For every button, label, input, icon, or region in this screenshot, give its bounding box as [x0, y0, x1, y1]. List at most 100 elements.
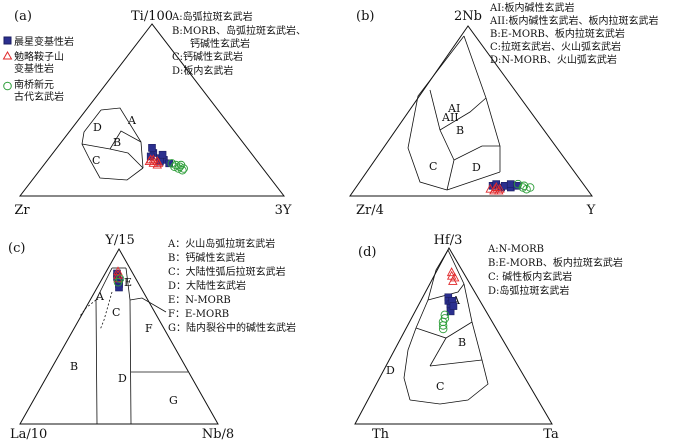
panel-b-field-boundary — [463, 35, 501, 172]
panel-b-field-label: AII — [441, 111, 459, 124]
panel-c-field-label: D — [118, 372, 127, 385]
panel-d-note-line: B:E-MORB、板内拉斑玄武岩 — [488, 256, 623, 269]
legend-series-3-line-1: 南桥新元 — [14, 78, 54, 91]
data-point-series-2 — [485, 183, 495, 193]
panel-a-note-line: B:MORB、岛弧拉斑玄武岩、 — [172, 24, 306, 37]
panel-b-marks — [485, 179, 535, 195]
panel-b-field-boundary — [446, 171, 501, 191]
panel-c-note-line: F：E-MORB — [168, 309, 229, 320]
panel-c-field-label: G — [169, 394, 178, 407]
panel-d-label: (d) — [358, 245, 376, 260]
panel-d-field-boundary — [429, 337, 447, 367]
data-point-series-3 — [438, 324, 448, 334]
panel-c-field-boundary — [129, 297, 167, 313]
panel-d-note-line: C: 碱性板内玄武岩 — [488, 270, 572, 283]
panel-c-field-boundary — [125, 267, 132, 425]
legend-square-marker — [3, 36, 12, 45]
panel-a-vertex-right: 3Y — [275, 203, 292, 218]
panel-d-field-boundary — [427, 283, 465, 301]
panel-a-field-d-boundary — [81, 109, 144, 181]
panel-c-marks — [113, 266, 125, 292]
data-point-series-3 — [178, 165, 187, 175]
legend-triangle-marker — [2, 50, 13, 60]
data-point-series-2 — [144, 156, 155, 166]
panel-b-note-line: AI:板内碱性玄武岩 — [489, 1, 575, 14]
panel-c-field-label: F — [145, 322, 153, 335]
panel-b-vertex-right: Y — [586, 203, 596, 218]
panel-b-field-label: C — [429, 160, 437, 173]
panel-b-note-line: B:E-MORB、板内拉斑玄武岩 — [490, 27, 625, 40]
data-point-series-3 — [438, 317, 448, 327]
panel-d: (d) Hf/3 Th Ta A B C D A:N-MORB B:E-MORB… — [354, 233, 623, 442]
panel-c-field-dashed — [99, 291, 113, 331]
panel-a-label: (a) — [14, 9, 32, 24]
panel-d-field-label: C — [436, 380, 444, 393]
panel-c-triangle — [19, 247, 219, 425]
panel-a-field-label: B — [113, 136, 121, 149]
data-point-series-3 — [513, 179, 523, 189]
panel-a-note-line: A:岛弧拉斑玄武岩 — [171, 10, 253, 23]
data-point-series-1 — [148, 144, 156, 152]
panel-c-field-label: C — [112, 306, 120, 319]
panel-b-triangle — [349, 25, 593, 197]
panel-a-vertex-left: Zr — [14, 203, 30, 218]
panel-b-note-line: C:拉斑玄武岩、火山弧玄武岩 — [490, 40, 621, 53]
panel-c-note-line: D：大陆性玄武岩 — [168, 279, 246, 292]
data-point-series-1 — [115, 283, 123, 292]
data-point-series-2 — [446, 267, 457, 277]
panel-c-note-line: B：钙碱性玄武岩 — [168, 251, 245, 264]
panel-b-field-label: D — [472, 161, 481, 174]
panel-a-field-label: A — [127, 114, 137, 127]
panel-b-note-line: D:N-MORB、火山弧玄武岩 — [490, 53, 617, 66]
panel-c-field-label: E — [124, 276, 132, 289]
panel-c-label: (c) — [8, 241, 25, 256]
panel-c-field-label: A — [95, 290, 105, 303]
panel-c-note-line: G：陆内裂谷中的碱性玄武岩 — [168, 321, 296, 334]
data-point-series-1 — [158, 150, 167, 159]
panel-b-note-line: AII:板内碱性玄武岩、板内拉斑玄武岩 — [489, 14, 659, 27]
panel-d-vertex-top: Hf/3 — [434, 233, 463, 248]
data-point-series-1 — [449, 302, 458, 310]
panel-c-field-dashed — [79, 299, 97, 317]
panel-c-note-line: E：N-MORB — [168, 295, 231, 306]
panel-a-vertex-top: Ti/100 — [131, 9, 173, 24]
legend-series-3-line-2: 古代玄武岩 — [14, 90, 64, 103]
data-point-series-3 — [438, 321, 448, 330]
panel-c-note-line: A：火山岛弧拉斑玄武岩 — [167, 237, 275, 250]
panel-c-vertex-left: La/10 — [10, 427, 47, 442]
panel-b-field-boundary — [439, 97, 487, 131]
panel-d-field-boundary — [429, 359, 483, 367]
panel-b-field-boundary — [429, 89, 455, 191]
panel-c-vertex-top: Y/15 — [104, 233, 135, 248]
panel-a-field-label: C — [92, 154, 100, 167]
panel-d-triangle — [354, 246, 553, 425]
panel-a-field-label: D — [93, 121, 102, 134]
legend-series-2-line-2: 变基性岩 — [14, 62, 54, 75]
panel-c-field-label: B — [70, 360, 78, 373]
panel-a-note-line: 钙碱性玄武岩 — [190, 37, 250, 50]
panel-d-note-line: A:N-MORB — [487, 244, 544, 255]
data-point-series-2 — [448, 275, 458, 285]
panel-c-note-line: C：大陆性弧后拉斑玄武岩 — [168, 265, 286, 278]
panel-c-vertex-right: Nb/8 — [202, 427, 234, 442]
panel-d-vertex-right: Ta — [543, 427, 559, 442]
data-point-series-2 — [491, 182, 502, 191]
panel-a-triangle — [18, 23, 286, 197]
data-point-series-3 — [525, 183, 535, 192]
panel-b-label: (b) — [356, 9, 374, 24]
legend-series-2-line-1: 勉略鞍子山 — [14, 50, 64, 63]
panel-b-vertex-left: Zr/4 — [356, 203, 384, 218]
data-point-series-3 — [176, 160, 186, 170]
panel-b-field-boundary — [407, 35, 465, 191]
panel-a-field-a-boundary — [100, 107, 144, 169]
panel-d-marks — [438, 267, 460, 334]
panel-d-field-label: D — [386, 364, 395, 377]
panel-a-note-line: C:钙碱性玄武岩 — [172, 50, 243, 63]
legend-circle-marker — [3, 81, 12, 91]
data-point-series-3 — [170, 162, 179, 172]
panel-b: (b) 2Nb Zr/4 Y AI AII B C D AI:板内碱性玄武岩 A… — [349, 1, 659, 218]
panel-a-note-line: D:板内玄武岩 — [172, 64, 233, 77]
panel-b-vertex-top: 2Nb — [454, 9, 482, 24]
panel-b-field-boundary — [453, 145, 500, 161]
